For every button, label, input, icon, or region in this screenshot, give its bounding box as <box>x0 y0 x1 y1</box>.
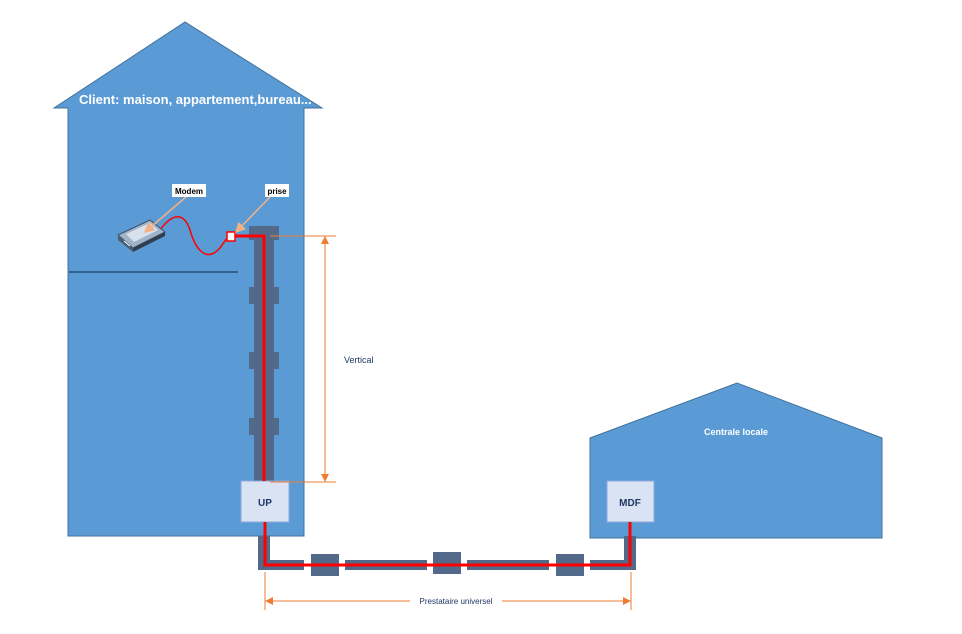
central-office-label: Centrale locale <box>704 427 768 437</box>
client-building-label: Client: maison, appartement,bureau... <box>79 92 312 107</box>
socket <box>226 231 236 242</box>
mdf-box <box>606 480 655 523</box>
modem-callout-arrow <box>143 196 187 233</box>
horizontal-conduit <box>258 536 636 576</box>
prise-callout-box <box>265 184 289 197</box>
modem-callout-box <box>172 184 206 197</box>
modem-cable <box>159 216 230 256</box>
up-box <box>240 480 290 523</box>
prise-callout-label: prise <box>267 187 287 196</box>
vertical-dim-label: Vertical <box>344 355 374 365</box>
red-cable-horizontal <box>263 522 632 567</box>
mdf-box-label: MDF <box>619 498 641 509</box>
up-box-label: UP <box>258 498 272 509</box>
prise-callout-arrow <box>234 196 271 234</box>
horizontal-dim-label: Prestataire universel <box>420 597 493 606</box>
red-cable <box>229 234 266 481</box>
modem-callout-label: Modem <box>175 187 203 196</box>
horizontal-dim-label-bg <box>410 595 502 606</box>
central-office-building <box>589 382 883 539</box>
